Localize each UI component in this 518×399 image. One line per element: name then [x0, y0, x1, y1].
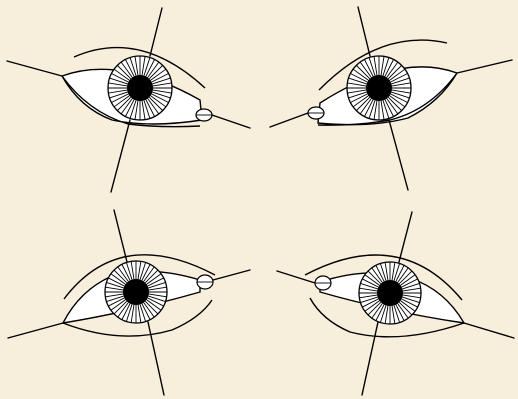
- pupil: [377, 280, 403, 306]
- pupil: [366, 75, 392, 101]
- pupil: [127, 75, 153, 101]
- pupil: [123, 279, 149, 305]
